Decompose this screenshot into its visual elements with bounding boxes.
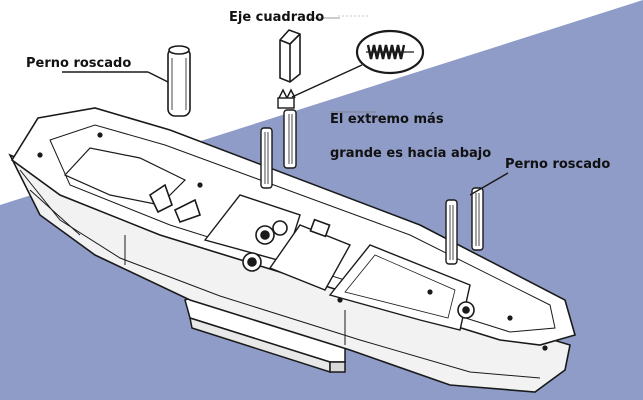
label-extremo-line1: El extremo más	[330, 112, 444, 127]
square-shaft-icon	[279, 29, 301, 83]
label-perno-roscado-left: Perno roscado	[26, 56, 132, 71]
label-extremo-mas-grande: El extremo más grande es hacia abajo	[330, 94, 530, 162]
threaded-bolt-icon	[260, 109, 484, 265]
loose-threaded-bolt	[167, 45, 191, 117]
label-eje-cuadrado: Eje cuadrado	[229, 10, 325, 25]
hull-body	[8, 107, 576, 393]
label-extremo-line2: grande es hacia abajo	[330, 146, 492, 161]
leader-lines	[62, 15, 509, 196]
label-perno-roscado-right: Perno roscado	[505, 157, 611, 172]
bolt-thread-lines	[264, 114, 480, 260]
spring-icon	[355, 29, 425, 75]
small-spring-part	[277, 88, 296, 109]
